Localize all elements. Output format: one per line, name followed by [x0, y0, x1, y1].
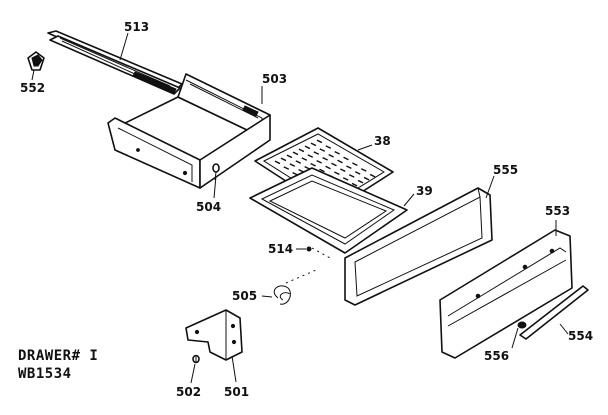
grid-slot [304, 165, 310, 170]
grid-slot [274, 160, 281, 165]
grid-slots [274, 139, 376, 199]
grid-slot [286, 154, 293, 159]
grid-slot [331, 162, 337, 167]
part-513-slide-rail [47, 30, 183, 95]
part-503-drawer-body [107, 73, 271, 189]
label-514: 514 [268, 242, 293, 256]
grid-slot [337, 159, 343, 164]
grid-slot [369, 173, 376, 178]
label-513: 513 [124, 20, 149, 34]
part-504-screw [212, 163, 220, 181]
part-514-screw [306, 246, 312, 252]
label-503: 503 [262, 72, 287, 86]
grid-slot [280, 157, 287, 162]
label-554: 554 [568, 329, 593, 343]
leader-lines [31, 32, 569, 384]
caption-drawer: DRAWER# I [18, 348, 98, 364]
grid-slot [334, 171, 340, 176]
grid-slot [298, 148, 305, 153]
part-555-inner-panel [344, 187, 493, 306]
grid-slot [352, 162, 358, 167]
grid-slot [295, 160, 302, 164]
label-502: 502 [176, 385, 201, 399]
label-553: 553 [545, 204, 570, 218]
grid-slot [340, 168, 346, 173]
grid-slot [316, 159, 322, 164]
label-556: 556 [484, 349, 509, 363]
part-552-clip [27, 51, 45, 71]
grid-slot [346, 165, 352, 170]
grid-slot [343, 156, 349, 161]
label-501: 501 [224, 385, 249, 399]
grid-slot [316, 139, 323, 144]
grid-slot [292, 151, 299, 156]
label-552: 552 [20, 81, 45, 95]
part-502-bolt [192, 354, 200, 364]
part-39-broiler-pan [249, 167, 408, 254]
grid-slot [283, 166, 290, 170]
grid-slot [328, 153, 334, 158]
grid-slot [325, 165, 331, 170]
grid-slot [357, 179, 364, 184]
part-505-spring [273, 285, 291, 305]
label-39: 39 [416, 184, 433, 198]
label-504: 504 [196, 200, 221, 214]
grid-slot [348, 174, 355, 178]
grid-slot [351, 182, 358, 187]
grid-slot [354, 171, 361, 175]
grid-slot [289, 163, 296, 167]
label-38: 38 [374, 134, 391, 148]
part-554-trim-strip [519, 285, 589, 340]
grid-slot [334, 150, 340, 155]
label-505: 505 [232, 289, 257, 303]
grid-slot [301, 157, 308, 161]
grid-slot [310, 162, 316, 167]
label-555: 555 [493, 163, 518, 177]
grid-slot [304, 145, 311, 150]
grid-slot [360, 168, 367, 172]
grid-slot [325, 145, 332, 149]
grid-slot [310, 142, 317, 147]
part-501-bracket [185, 309, 243, 361]
grid-slot [342, 177, 349, 181]
grid-slot [322, 156, 328, 161]
part-556-fastener [517, 321, 527, 329]
grid-slot [313, 151, 320, 155]
part-553-outer-panel [439, 229, 573, 359]
grid-slot [363, 176, 370, 181]
grid-slot [307, 154, 314, 158]
grid-slot [319, 148, 326, 152]
caption-model: WB1534 [18, 366, 72, 382]
grid-slot [319, 168, 325, 173]
